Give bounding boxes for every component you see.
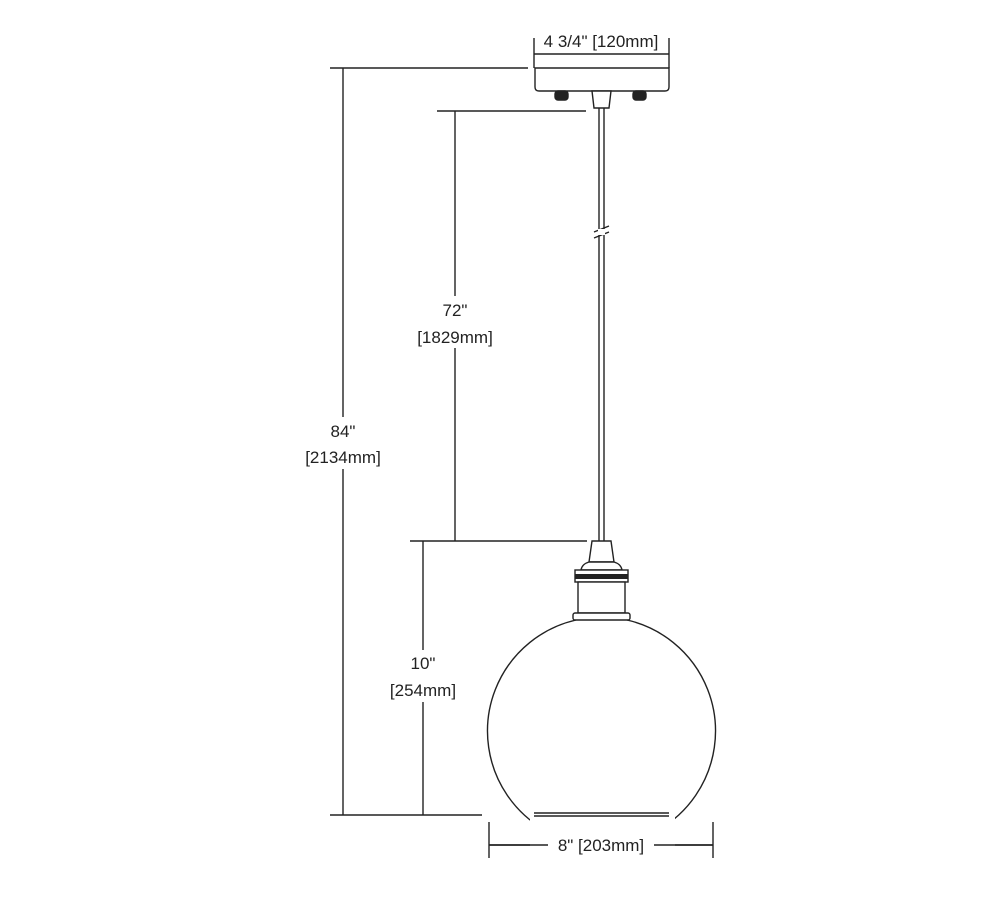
- socket-flare: [580, 561, 623, 571]
- socket-collar: [572, 612, 631, 621]
- canopy-width-label: 4 3/4" [120mm]: [544, 32, 659, 51]
- socket-cap: [588, 540, 615, 563]
- overall-height-imperial: 84": [331, 422, 356, 441]
- socket-body: [577, 581, 626, 614]
- canopy-screw-left: [554, 90, 569, 101]
- canopy: [534, 67, 670, 92]
- globe-opening: [534, 812, 669, 817]
- shade-height-imperial: 10": [411, 654, 436, 673]
- cord-strain-relief: [591, 90, 612, 109]
- overall-height-metric: [2134mm]: [305, 448, 381, 467]
- canopy-screw-right: [632, 90, 647, 101]
- cord-length-metric: [1829mm]: [417, 328, 493, 347]
- cord-length-imperial: 72": [443, 301, 468, 320]
- shade-width-label: 8" [203mm]: [558, 836, 644, 855]
- glass-globe: [486, 619, 717, 846]
- shade-height-metric: [254mm]: [390, 681, 456, 700]
